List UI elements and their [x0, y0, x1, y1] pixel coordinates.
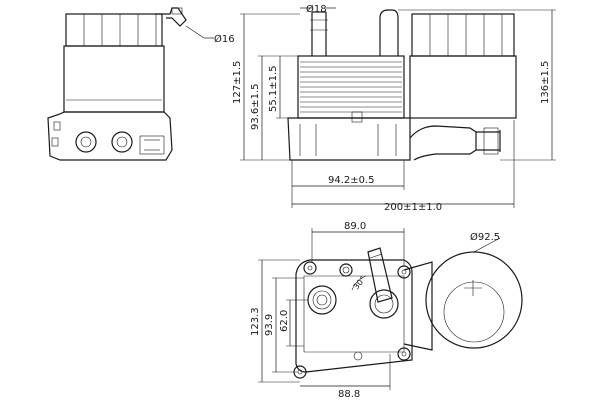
cooler-base [287, 117, 411, 161]
port-left [75, 131, 97, 153]
inlet-pipe [311, 12, 327, 56]
port-right [111, 131, 133, 153]
plan-dimensions [258, 228, 501, 390]
plug [339, 263, 353, 277]
port-b [369, 289, 399, 319]
dim-127: 127±1.5 [232, 61, 243, 104]
dim-88-8: 88.8 [338, 389, 360, 400]
mount-hole-br [397, 347, 411, 361]
filter-cap-right [411, 13, 515, 57]
mount-hole-tl [303, 261, 317, 275]
filter-body-right [409, 55, 517, 119]
dim-d16: Ø16 [214, 33, 235, 45]
elevation-dimensions [240, 9, 556, 208]
curved-pipe [379, 9, 399, 56]
filter-body [63, 45, 165, 113]
dim-angle: 30° [352, 275, 368, 292]
dim-d18: Ø18 [306, 3, 327, 15]
side-view-left [47, 7, 214, 161]
port-a [307, 285, 337, 315]
filter-cap [65, 13, 163, 47]
dim-55-1: 55.1±1.5 [268, 65, 279, 112]
cooler-fins [300, 61, 402, 113]
outlet-bend [409, 125, 477, 161]
cooler-plate [295, 259, 413, 373]
bracket [403, 261, 433, 351]
dim-89: 89.0 [344, 221, 366, 232]
dim-62: 62.0 [279, 310, 290, 332]
base-housing [47, 111, 173, 161]
filter-outline [425, 251, 523, 349]
dim-136: 136±1.5 [540, 61, 551, 104]
dim-123-3: 123.3 [250, 307, 261, 336]
dim-200: 200±1±1.0 [384, 202, 442, 213]
outlet-pipe [155, 7, 187, 27]
front-elevation [287, 7, 517, 161]
angled-pipe [367, 247, 393, 303]
plan-view [293, 247, 523, 379]
dim-94-2: 94.2±0.5 [328, 175, 375, 186]
dim-d92-5: Ø92.5 [470, 231, 500, 243]
dim-93-6: 93.6±1.5 [250, 83, 261, 130]
dim-93-9: 93.9 [264, 314, 275, 336]
